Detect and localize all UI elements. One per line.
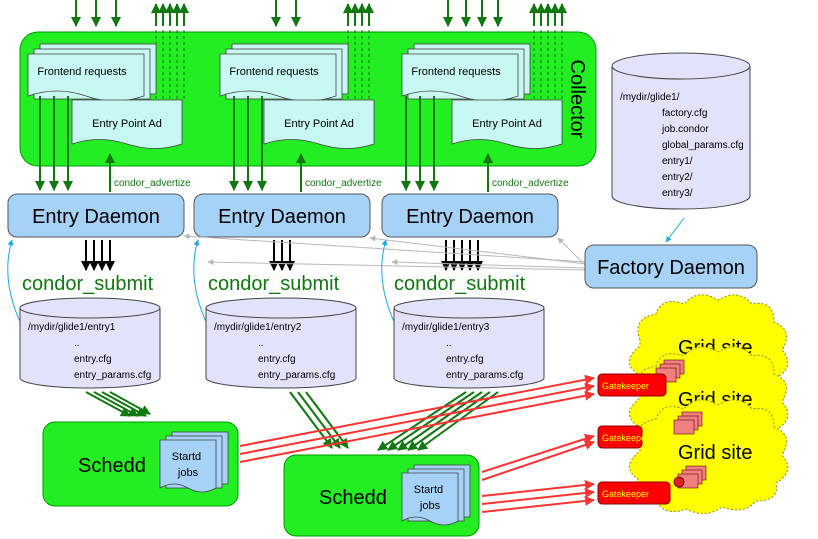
- factory-dir-line: entry1/: [662, 156, 693, 167]
- entry-daemon-label: Entry Daemon: [32, 206, 160, 228]
- entry-dir-line: ..: [74, 338, 80, 349]
- schedd-label: Schedd: [319, 487, 387, 509]
- entry-daemon-2: Entry Daemon: [193, 193, 371, 238]
- frontend-requests-label: Frontend requests: [37, 66, 127, 78]
- startd-jobs-line-2: jobs: [419, 500, 441, 512]
- gatekeeper-2: Gatekeeper: [597, 425, 649, 449]
- advertize-label-2: condor_advertize: [305, 178, 382, 189]
- schedd-2: Schedd Startd jobs: [283, 454, 480, 537]
- entry-point-ad-3: Entry Point Ad: [451, 99, 563, 149]
- factory-daemon-label: Factory Daemon: [597, 257, 745, 279]
- collector-top-arrows: [71, 0, 567, 27]
- condor-submit-label-3: condor_submit: [394, 273, 526, 295]
- entry-point-ad-label: Entry Point Ad: [472, 118, 542, 130]
- frontend-requests-label: Frontend requests: [411, 66, 501, 78]
- glidein-submit-arrows: [239, 374, 595, 513]
- entry-dir-path: /mydir/glide1/entry3: [402, 322, 490, 333]
- startd-jobs-line-2: jobs: [177, 467, 199, 479]
- startd-jobs-stack: Startd jobs: [401, 464, 471, 526]
- gatekeeper-dot: [673, 476, 685, 488]
- entry-dir-line: entry_params.cfg: [74, 370, 151, 381]
- startd-jobs-line-1: Startd: [414, 484, 443, 496]
- entry-dir-line: entry_params.cfg: [258, 370, 335, 381]
- entry-point-ad-2: Entry Point Ad: [263, 99, 375, 149]
- entry-dir-path: /mydir/glide1/entry1: [28, 322, 116, 333]
- entry-dir-line: entry_params.cfg: [446, 370, 523, 381]
- frontend-requests-stack-3: Frontend requests: [401, 43, 531, 102]
- gatekeeper-3: Gatekeeper: [597, 476, 685, 505]
- condor-submit-label-2: condor_submit: [208, 273, 340, 295]
- entry-daemon-label: Entry Daemon: [406, 206, 534, 228]
- worker-nodes: [655, 359, 707, 489]
- startd-jobs-line-1: Startd: [172, 451, 201, 463]
- entry-dir-line: entry.cfg: [74, 354, 112, 365]
- gatekeeper-label: Gatekeeper: [602, 433, 649, 443]
- factory-to-daemon-arrows: [183, 233, 587, 271]
- factory-dir-line: global_params.cfg: [662, 140, 744, 151]
- gatekeeper-label: Gatekeeper: [602, 381, 649, 391]
- factory-dir-path: /mydir/glide1/: [620, 92, 680, 103]
- entry-dir-cylinder-1: /mydir/glide1/entry1 .. entry.cfg entry_…: [19, 297, 161, 389]
- entry-point-ad-label: Entry Point Ad: [92, 118, 162, 130]
- entry-dir-line: ..: [258, 338, 264, 349]
- factory-dir-line: job.condor: [661, 124, 709, 135]
- entry-daemon-3: Entry Daemon: [381, 193, 559, 238]
- factory-dir-cylinder: /mydir/glide1/ factory.cfg job.condor gl…: [611, 52, 751, 210]
- entry-dir-line: entry.cfg: [446, 354, 484, 365]
- entry-dir-cylinder-3: /mydir/glide1/entry3 .. entry.cfg entry_…: [393, 297, 545, 389]
- requests-to-daemon-arrows: [35, 96, 493, 192]
- advertize-label-3: condor_advertize: [492, 178, 569, 189]
- advertize-label-1: condor_advertize: [114, 178, 191, 189]
- factory-daemon: Factory Daemon: [584, 244, 758, 289]
- collector-label: Collector: [566, 60, 588, 139]
- submit-arrows: [81, 240, 483, 271]
- entry-daemon-label: Entry Daemon: [218, 206, 346, 228]
- condor-submit-label-1: condor_submit: [22, 273, 154, 295]
- schedd-1: Schedd Startd jobs: [42, 421, 239, 507]
- startd-jobs-label: Startd jobs: [414, 484, 446, 512]
- factory-dir-line: entry2/: [662, 172, 693, 183]
- gatekeeper-1: Gatekeeper: [597, 373, 667, 397]
- entry-dir-line: ..: [446, 338, 452, 349]
- grid-site-label: Grid site: [678, 442, 752, 464]
- frontend-requests-label: Frontend requests: [229, 66, 319, 78]
- startd-jobs-label: Startd jobs: [172, 451, 204, 479]
- frontend-requests-stack-2: Frontend requests: [219, 43, 349, 102]
- startd-jobs-stack: Startd jobs: [159, 431, 229, 493]
- entry-dir-line: entry.cfg: [258, 354, 296, 365]
- factory-dir-line: entry3/: [662, 188, 693, 199]
- config-read-arrows: [7, 217, 685, 327]
- entry-point-ad-1: Entry Point Ad: [71, 99, 183, 149]
- schedd-label: Schedd: [78, 455, 146, 477]
- entry-daemon-1: Entry Daemon: [7, 193, 185, 238]
- gatekeeper-label: Gatekeeper: [602, 489, 649, 499]
- entry-dir-cylinder-2: /mydir/glide1/entry2 .. entry.cfg entry_…: [205, 297, 357, 389]
- entry-point-ad-label: Entry Point Ad: [284, 118, 354, 130]
- factory-dir-line: factory.cfg: [662, 108, 707, 119]
- entry-dir-path: /mydir/glide1/entry2: [214, 322, 302, 333]
- frontend-requests-stack-1: Frontend requests: [27, 43, 157, 102]
